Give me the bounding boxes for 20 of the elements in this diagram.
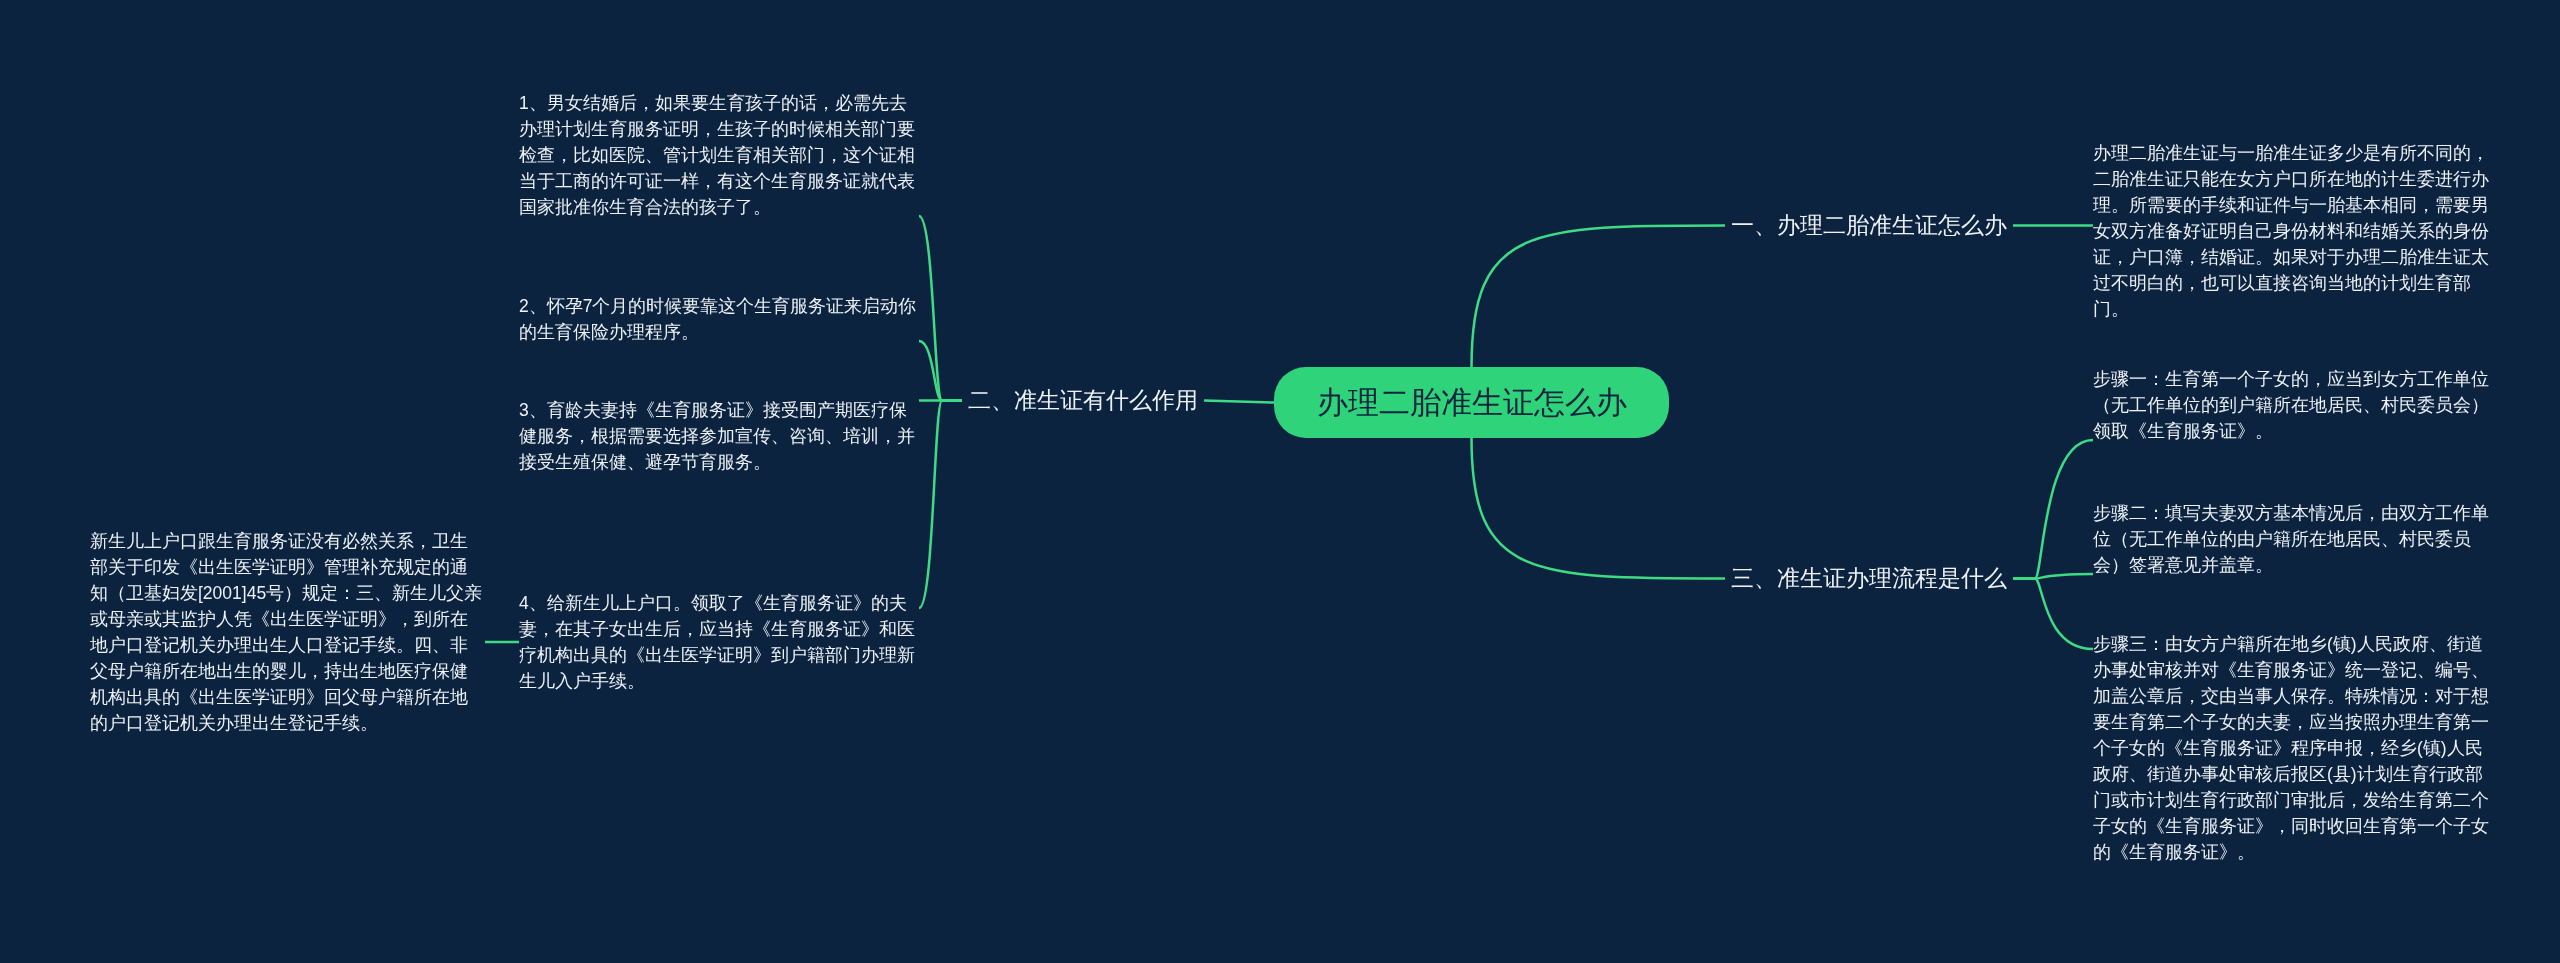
connector-line [2013,577,2094,651]
connector-line [1470,437,1725,580]
note-text: 步骤二：填写夫妻双方基本情况后，由双方工作单位（无工作单位的由户籍所在地居民、村民委员会）签署意见并盖章。 [2093,500,2493,578]
note-text: 办理二胎准生证与一胎准生证多少是有所不同的，二胎准生证只能在女方户口所在地的计生委进行办理。所需要的手续和证件与一胎基本相同，需要男女双方准备好证明自己身份材料和结婚关系的身份证，户口簿，结婚证。如果对于办理二胎准生证太过不明白的，也可以直接咨询当地的计划生育部门。 [2093,140,2493,322]
connector-line [2013,224,2093,227]
branch-label: 二、准生证有什么作用 [962,381,1204,420]
connector-line [1470,224,1725,368]
connector-line [485,640,519,644]
note-text: 步骤一：生育第一个子女的，应当到女方工作单位（无工作单位的到户籍所在地居民、村民委员会）领取《生育服务证》。 [2093,366,2493,444]
connector-line [1203,399,1275,404]
note-text: 新生儿上户口跟生育服务证没有必然关系，卫生部关于印发《出生医学证明》管理补充规定的通知（卫基妇发[2001]45号）规定：三、新生儿父亲或母亲或其监护人凭《出生医学证明》，到所在地户口登记机关办理出生人口登记手续。四、非父母户籍所在地出生的婴儿，持出生地医疗保健机构出具的《出生医学证明》回父母户籍所在地的户口登记机关办理出生登记手续。 [90,528,485,736]
note-text: 步骤三：由女方户籍所在地乡(镇)人民政府、街道办事处审核并对《生育服务证》统一登记、编号、加盖公章后，交由当事人保存。特殊情况：对于想要生育第二个子女的夫妻，应当按照办理生育第一个子女的《生育服务证》程序申报，经乡(镇)人民政府、街道办事处审核后报区(县)计划生育行政部门或市计划生育行政部门审批后，发给生育第二个子女的《生育服务证》，同时收回生育第一个子女的《生育服务证》。 [2093,631,2493,865]
note-text: 3、育龄夫妻持《生育服务证》接受围产期医疗保健服务，根据需要选择参加宣传、咨询、培训，并接受生殖保健、避孕节育服务。 [519,397,919,475]
branch-label: 三、准生证办理流程是什么 [1725,559,2013,598]
connector-line [918,399,962,609]
note-text: 4、给新生儿上户口。领取了《生育服务证》的夫妻，在其子女出生后，应当持《生育服务证》和医疗机构出具的《出生医学证明》到户籍部门办理新生儿入户手续。 [519,590,919,694]
branch-label: 一、办理二胎准生证怎么办 [1725,206,2013,245]
topic-pill: 办理二胎准生证怎么办 [1274,367,1669,438]
note-text: 1、男女结婚后，如果要生育孩子的话，必需先去办理计划生育服务证明，生孩子的时候相关部门要检查，比如医院、管计划生育相关部门，这个证相当于工商的许可证一样，有这个生育服务证就代表国家批准你生育合法的孩子了。 [519,90,919,220]
note-text: 2、怀孕7个月的时候要靠这个生育服务证来启动你的生育保险办理程序。 [519,293,919,345]
